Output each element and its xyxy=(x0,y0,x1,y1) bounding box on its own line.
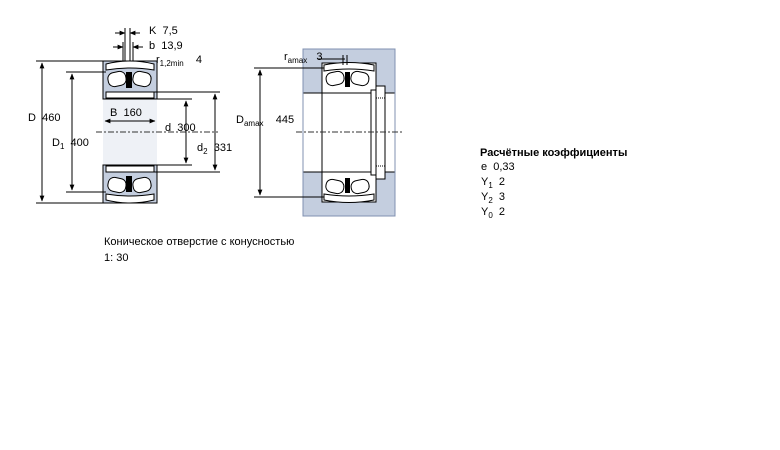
taper-note-line1: Коническое отверстие с конусностью xyxy=(104,236,295,248)
d1-label: D1 400 xyxy=(52,137,89,151)
right-roller-group-bottom xyxy=(323,178,375,203)
coef-y1: Y1 2 xyxy=(481,176,506,190)
coef-y0: Y0 2 xyxy=(481,206,506,220)
roller-group-bottom xyxy=(105,165,155,204)
ramax-label: ramax 3 xyxy=(284,51,323,65)
d2-label: d2 331 xyxy=(197,142,233,156)
roller-group-top xyxy=(105,60,155,99)
coef-y2: Y2 3 xyxy=(481,191,506,205)
bore-label: d 300 xyxy=(165,122,196,134)
outer-diameter-label: D 460 xyxy=(28,112,61,124)
b-label: b 13,9 xyxy=(149,40,183,52)
coefficients-title: Расчётные коэффициенты xyxy=(480,147,628,159)
taper-note-line2: 1: 30 xyxy=(104,252,129,264)
right-roller-group-top xyxy=(323,62,375,87)
k-label: K 7,5 xyxy=(149,25,178,37)
r12min-label: r1,2min 4 xyxy=(156,54,203,68)
coef-e: e 0,33 xyxy=(481,161,515,173)
damax-label: Damax 445 xyxy=(236,114,295,128)
width-label: B 160 xyxy=(110,107,142,119)
